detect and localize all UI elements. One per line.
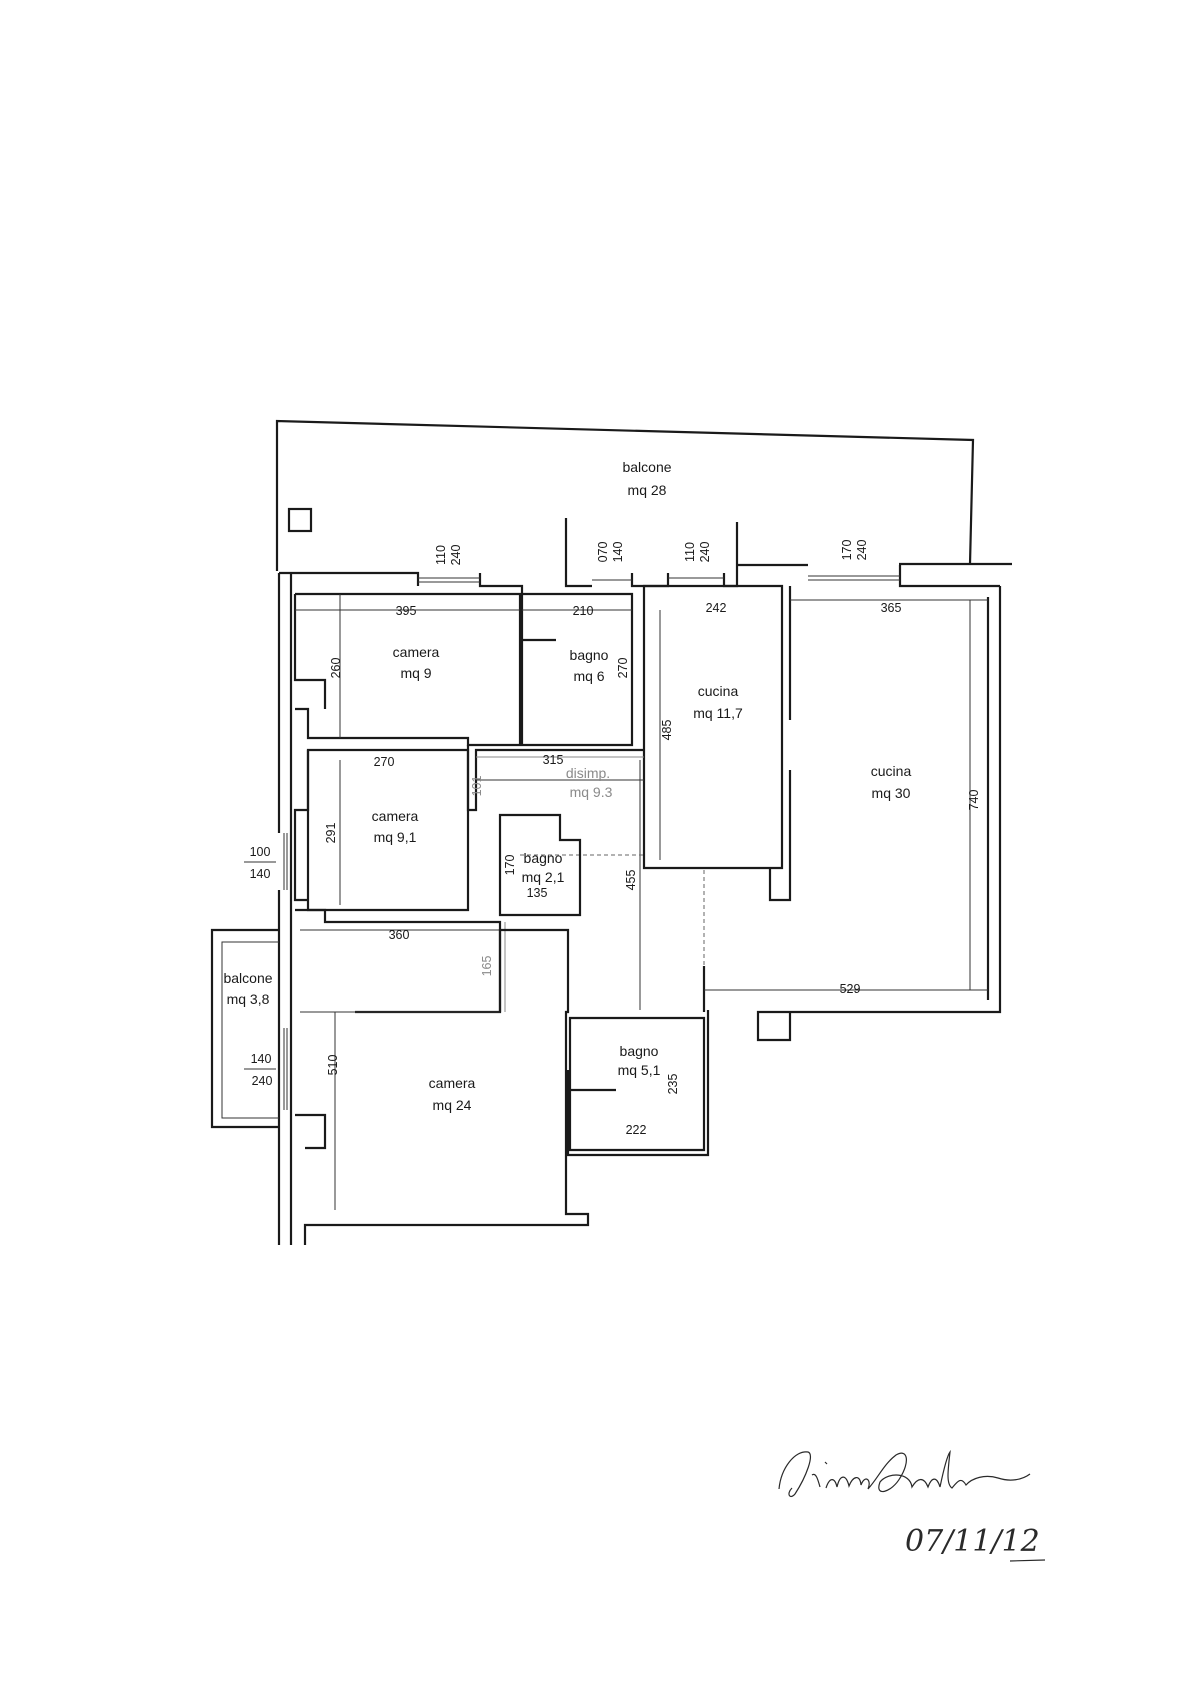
dim-510: 510 bbox=[326, 1055, 340, 1076]
room-area-bagno-1: mq 6 bbox=[573, 668, 604, 684]
dim-222: 222 bbox=[626, 1123, 647, 1137]
dim-win2-a: 070 bbox=[596, 542, 610, 563]
dim-win3-b: 240 bbox=[698, 542, 712, 563]
room-area-cucina-large: mq 30 bbox=[872, 785, 911, 801]
dim-291: 291 bbox=[324, 823, 338, 844]
dim-242: 242 bbox=[706, 601, 727, 615]
room-name-bagno-2: bagno bbox=[524, 850, 563, 866]
dim-side2-a: 140 bbox=[251, 1052, 272, 1066]
dim-740: 740 bbox=[967, 790, 981, 811]
room-area-balcone-top: mq 28 bbox=[628, 482, 667, 498]
room-name-cucina-small: cucina bbox=[698, 683, 739, 699]
dim-270v: 270 bbox=[616, 658, 630, 679]
room-name-camera-2: camera bbox=[372, 808, 419, 824]
room-area-camera-2: mq 9,1 bbox=[374, 829, 417, 845]
room-area-balcone-side: mq 3,8 bbox=[227, 991, 270, 1007]
dim-260: 260 bbox=[329, 658, 343, 679]
room-area-camera-1: mq 9 bbox=[400, 665, 431, 681]
floor-plan-walls bbox=[210, 419, 1012, 1245]
room-name-bagno-3: bagno bbox=[620, 1043, 659, 1059]
dim-135: 135 bbox=[527, 886, 548, 900]
room-name-balcone-top: balcone bbox=[622, 459, 671, 475]
room-labels: balcone mq 28 camera mq 9 bagno mq 6 cuc… bbox=[223, 459, 911, 1113]
dim-455: 455 bbox=[624, 870, 638, 891]
dim-235: 235 bbox=[666, 1074, 680, 1095]
dim-270: 270 bbox=[374, 755, 395, 769]
dim-210: 210 bbox=[573, 604, 594, 618]
room-name-camera-3: camera bbox=[429, 1075, 476, 1091]
dim-365: 365 bbox=[881, 601, 902, 615]
room-name-disimp: disimp. bbox=[566, 765, 610, 781]
dim-win1-b: 240 bbox=[449, 545, 463, 566]
room-name-camera-1: camera bbox=[393, 644, 440, 660]
room-area-camera-3: mq 24 bbox=[433, 1097, 472, 1113]
dim-win4-b: 240 bbox=[855, 540, 869, 561]
dim-170: 170 bbox=[503, 855, 517, 876]
dim-165: 165 bbox=[480, 956, 494, 977]
dimension-labels: 110 240 070 140 110 240 170 240 395 210 … bbox=[244, 540, 981, 1137]
dim-win1-a: 110 bbox=[434, 545, 448, 565]
room-area-bagno-3: mq 5,1 bbox=[618, 1062, 661, 1078]
room-area-bagno-2: mq 2,1 bbox=[522, 869, 565, 885]
dim-395: 395 bbox=[396, 604, 417, 618]
dim-315: 315 bbox=[543, 753, 564, 767]
dim-529: 529 bbox=[840, 982, 861, 996]
room-area-disimp: mq 9.3 bbox=[570, 784, 613, 800]
signature-date: 07/11/12 bbox=[905, 1524, 1040, 1559]
dim-360: 360 bbox=[389, 928, 410, 942]
dim-101: 101 bbox=[470, 776, 484, 797]
dim-485: 485 bbox=[660, 720, 674, 741]
dim-win3-a: 110 bbox=[683, 542, 697, 562]
dim-side-a: 100 bbox=[250, 845, 271, 859]
dim-side-b: 140 bbox=[250, 867, 271, 881]
dim-win2-b: 140 bbox=[611, 542, 625, 563]
room-name-cucina-large: cucina bbox=[871, 763, 912, 779]
signature: 07/11/12 bbox=[778, 1449, 1046, 1562]
room-area-cucina-small: mq 11,7 bbox=[693, 705, 743, 721]
room-name-balcone-side: balcone bbox=[223, 970, 272, 986]
room-name-bagno-1: bagno bbox=[570, 647, 609, 663]
dim-side2-b: 240 bbox=[252, 1074, 273, 1088]
dim-win4-a: 170 bbox=[840, 540, 854, 561]
